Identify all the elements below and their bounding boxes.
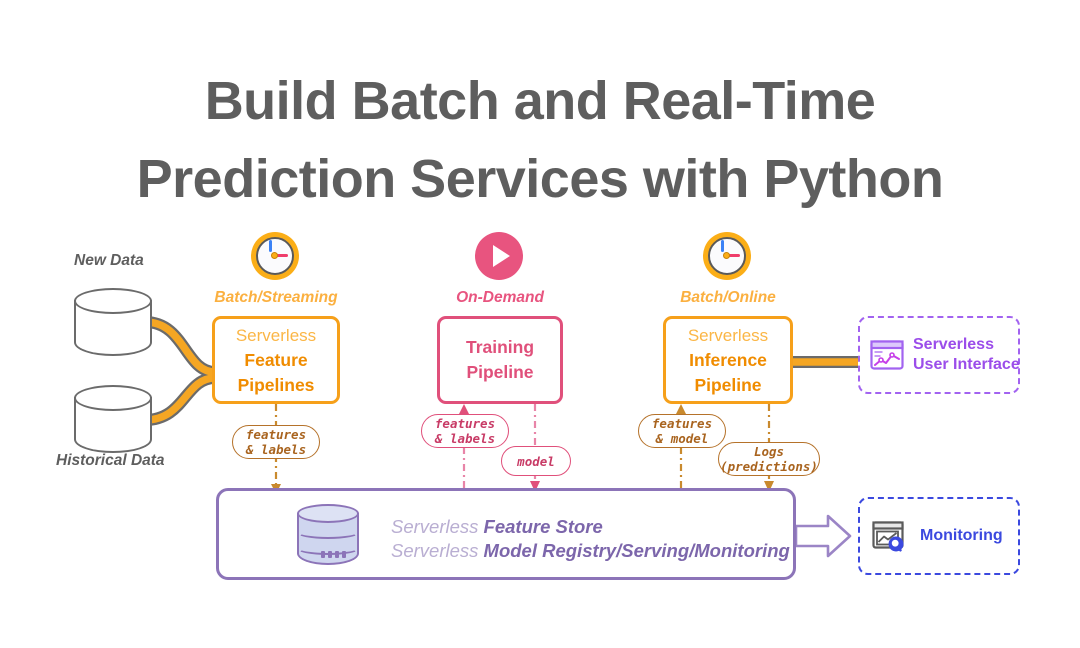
pill-line-2: (predictions) — [720, 459, 818, 474]
monitoring-window-icon — [872, 521, 904, 552]
pill-line-2: & labels — [434, 431, 496, 446]
feature-pipelines-line-3: Pipelines — [237, 374, 315, 395]
pill-line-2: & model — [655, 431, 709, 446]
title-line-1: Build Batch and Real-Time — [204, 71, 876, 131]
title-line-2: Prediction Services with Python — [136, 149, 944, 209]
new-data-label: New Data — [74, 252, 144, 269]
inference-pipeline-line-2: Inference — [689, 349, 767, 370]
batch-streaming-label: Batch/Streaming — [214, 289, 338, 306]
clock-icon — [703, 232, 751, 280]
pill-line-1: features — [245, 427, 307, 442]
feature-pipelines-box[interactable]: Serverless Feature Pipelines — [212, 316, 340, 404]
store-row-2-bold: Model Registry/Serving/Monitoring — [483, 540, 790, 561]
inference-pipeline-line-1: Serverless — [687, 325, 769, 345]
inference-pipeline-line-3: Pipeline — [694, 374, 762, 395]
page-title: Build Batch and Real-Time Prediction Ser… — [0, 62, 1080, 218]
features-and-model-pill: features & model — [638, 414, 726, 448]
serverless-user-interface-box[interactable]: Serverless User Interface — [858, 316, 1020, 394]
features-and-labels-pill: features & labels — [421, 414, 509, 448]
pill-line-1: features — [651, 416, 713, 431]
pill-line-2: & labels — [245, 442, 307, 457]
serverless-ui-line-1: Serverless — [913, 336, 994, 353]
logs-predictions-pill: Logs (predictions) — [718, 442, 820, 476]
store-to-monitoring-arrow — [796, 514, 852, 558]
inference-pipeline-box[interactable]: Serverless Inference Pipeline — [663, 316, 793, 404]
play-icon — [475, 232, 523, 280]
features-and-labels-pill: features & labels — [232, 425, 320, 459]
feature-pipelines-line-2: Feature — [244, 349, 308, 370]
monitoring-box[interactable]: Monitoring — [858, 497, 1020, 575]
chart-window-icon — [870, 340, 904, 370]
serverless-ui-line-2: User Interface — [913, 356, 1020, 373]
pill-line-1: Logs — [753, 444, 785, 459]
store-row-2-light: Serverless — [391, 540, 484, 561]
on-demand-label: On-Demand — [456, 289, 544, 306]
pill-line-1: model — [517, 453, 555, 469]
feature-pipelines-line-1: Serverless — [235, 325, 317, 345]
training-pipeline-line-1: Training — [465, 337, 535, 357]
clock-icon — [251, 232, 299, 280]
monitoring-label: Monitoring — [920, 527, 1003, 544]
training-pipeline-box[interactable]: Training Pipeline — [437, 316, 563, 404]
feature-store-row-1: Serverless Feature Store — [391, 516, 603, 538]
batch-online-label: Batch/Online — [680, 289, 776, 306]
historical-data-label: Historical Data — [56, 452, 165, 469]
store-row-1-bold: Feature Store — [483, 516, 603, 537]
pill-line-1: features — [434, 416, 496, 431]
feature-store-row-2: Serverless Model Registry/Serving/Monito… — [391, 540, 790, 562]
model-pill: model — [501, 446, 571, 476]
training-pipeline-line-2: Pipeline — [466, 362, 534, 382]
store-row-1-light: Serverless — [391, 516, 484, 537]
